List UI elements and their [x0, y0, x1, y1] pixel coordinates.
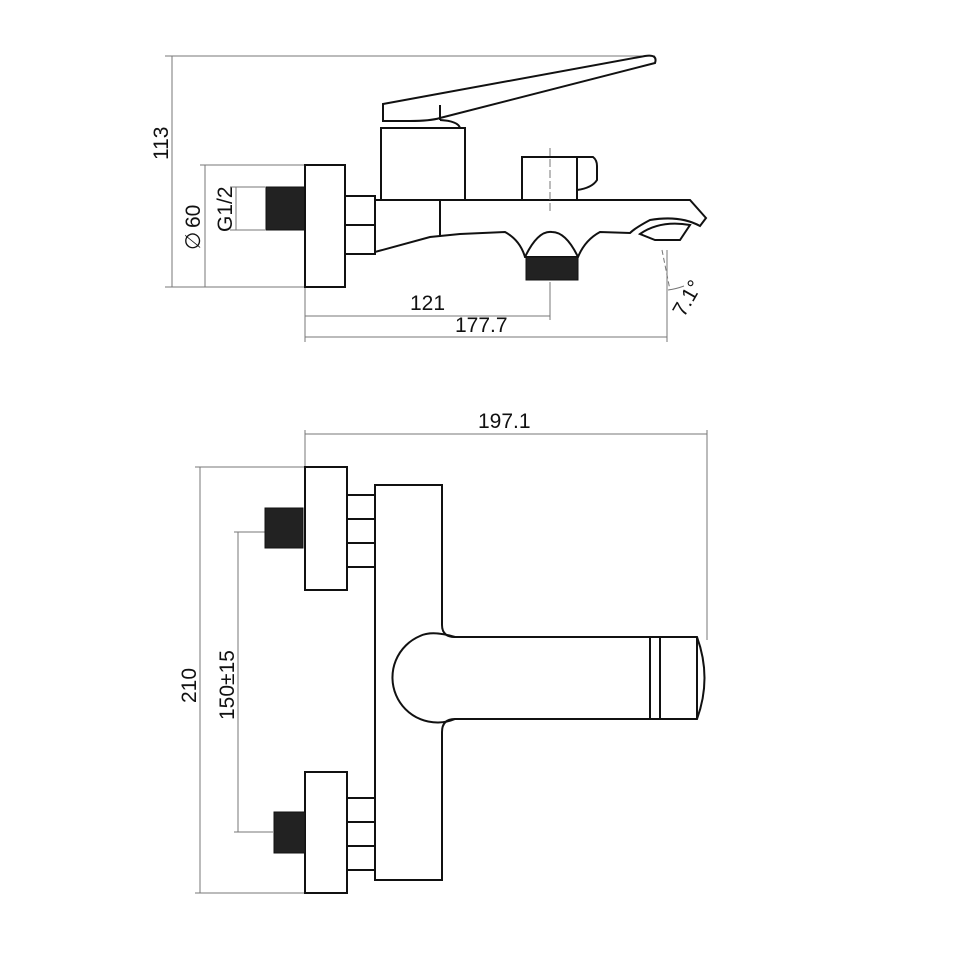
side-faucet [265, 54, 708, 288]
dim-height: 113 [150, 127, 173, 160]
dim-spacing: 150±15 [216, 650, 239, 720]
dia-symbol: ∅ [182, 232, 205, 250]
dim-thread: G1/2 [214, 186, 237, 232]
dim-spout: 177.7 [455, 314, 508, 337]
dim-depth: 197.1 [478, 410, 531, 433]
top-dimension-lines [195, 430, 708, 894]
dim-angle: 7.1° [668, 276, 707, 320]
dimension-lines [165, 55, 685, 342]
top-faucet [264, 466, 706, 894]
dim-flange-dia: 60 [182, 205, 205, 228]
dim-total-height: 210 [178, 668, 201, 703]
dim-outlet: 121 [410, 292, 445, 315]
